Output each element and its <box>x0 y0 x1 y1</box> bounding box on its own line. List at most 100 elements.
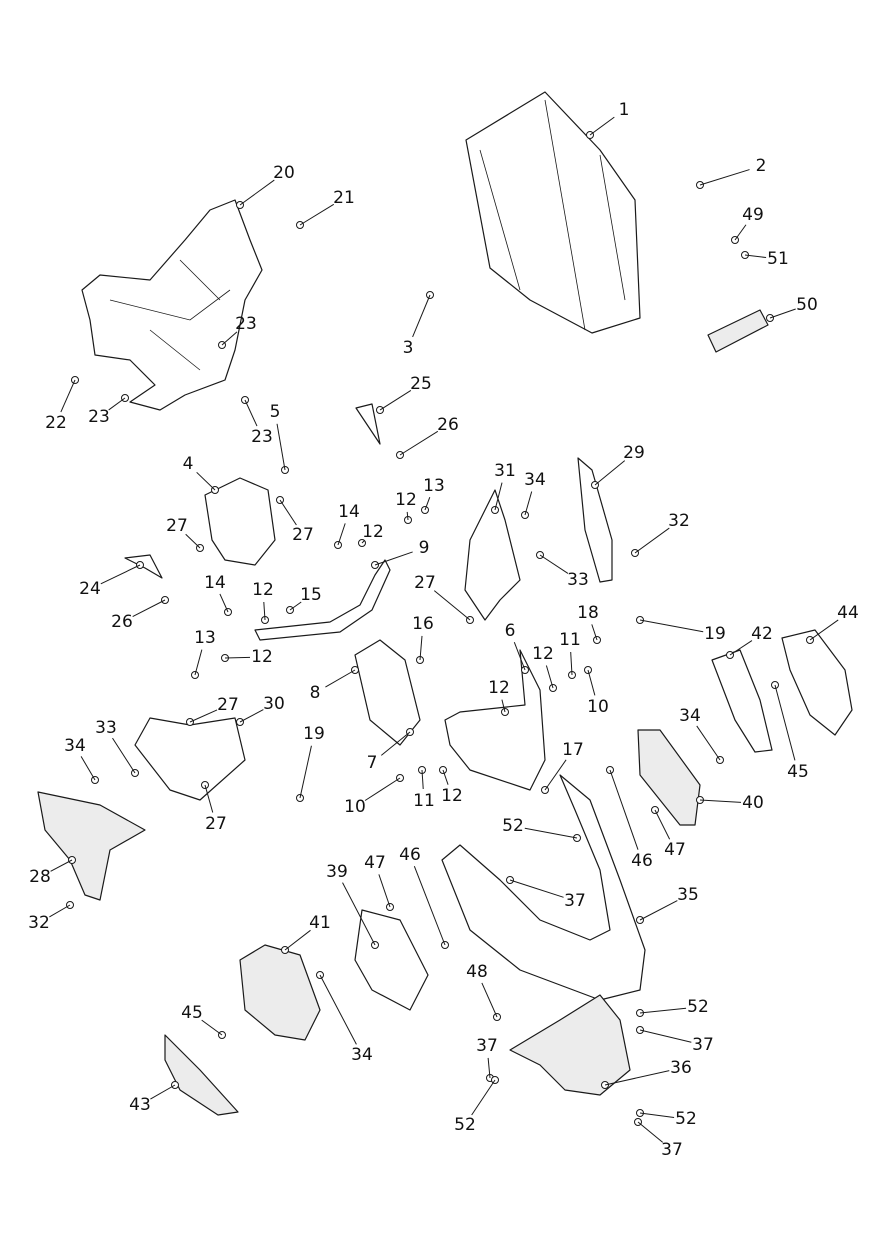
leader-line <box>639 1029 692 1043</box>
leader-line <box>80 756 96 781</box>
leader-line <box>634 527 670 554</box>
part-callout-41[interactable]: 41 <box>309 913 331 933</box>
part-callout-27[interactable]: 27 <box>166 516 188 536</box>
part-callout-39[interactable]: 39 <box>326 862 348 882</box>
leader-line <box>609 769 639 850</box>
part-callout-34[interactable]: 34 <box>679 706 701 726</box>
part-callout-49[interactable]: 49 <box>742 205 764 225</box>
part-callout-37[interactable]: 37 <box>692 1035 714 1055</box>
leader-line <box>337 523 346 546</box>
part-callout-52[interactable]: 52 <box>675 1109 697 1129</box>
part-callout-12[interactable]: 12 <box>251 647 273 667</box>
part-callout-5[interactable]: 5 <box>270 402 281 422</box>
leader-line <box>734 224 747 241</box>
leader-line <box>413 866 446 946</box>
part-callout-52[interactable]: 52 <box>454 1115 476 1135</box>
part-callout-10[interactable]: 10 <box>344 797 366 817</box>
part-callout-6[interactable]: 6 <box>505 621 516 641</box>
part-callout-34[interactable]: 34 <box>351 1045 373 1065</box>
part-callout-14[interactable]: 14 <box>204 573 226 593</box>
part-callout-45[interactable]: 45 <box>181 1003 203 1023</box>
part-callout-12[interactable]: 12 <box>362 522 384 542</box>
part-callout-12[interactable]: 12 <box>252 580 274 600</box>
part-36 <box>509 994 631 1096</box>
part-callout-25[interactable]: 25 <box>410 374 432 394</box>
part-callout-31[interactable]: 31 <box>494 461 516 481</box>
part-callout-2[interactable]: 2 <box>756 156 767 176</box>
part-callout-30[interactable]: 30 <box>263 694 285 714</box>
part-callout-13[interactable]: 13 <box>423 476 445 496</box>
part-callout-19[interactable]: 19 <box>704 624 726 644</box>
part-callout-32[interactable]: 32 <box>28 913 50 933</box>
part-callout-34[interactable]: 34 <box>64 736 86 756</box>
part-callout-34[interactable]: 34 <box>524 470 546 490</box>
part-callout-7[interactable]: 7 <box>367 753 378 773</box>
part-29 <box>577 457 613 583</box>
part-callout-37[interactable]: 37 <box>564 891 586 911</box>
part-callout-12[interactable]: 12 <box>395 490 417 510</box>
part-callout-27[interactable]: 27 <box>205 814 227 834</box>
part-callout-12[interactable]: 12 <box>532 644 554 664</box>
part-callout-18[interactable]: 18 <box>577 603 599 623</box>
leader-line <box>201 1019 223 1036</box>
part-callout-29[interactable]: 29 <box>623 443 645 463</box>
part-callout-1[interactable]: 1 <box>619 100 630 120</box>
part-callout-50[interactable]: 50 <box>796 295 818 315</box>
part-callout-33[interactable]: 33 <box>95 718 117 738</box>
leader-line <box>769 308 796 319</box>
part-callout-13[interactable]: 13 <box>194 628 216 648</box>
part-callout-26[interactable]: 26 <box>111 612 133 632</box>
part-callout-52[interactable]: 52 <box>502 816 524 836</box>
part-callout-33[interactable]: 33 <box>567 570 589 590</box>
part-callout-24[interactable]: 24 <box>79 579 101 599</box>
part-callout-46[interactable]: 46 <box>399 845 421 865</box>
part-9 <box>254 559 391 641</box>
part-callout-42[interactable]: 42 <box>751 624 773 644</box>
part-callout-26[interactable]: 26 <box>437 415 459 435</box>
part-callout-40[interactable]: 40 <box>742 793 764 813</box>
part-callout-36[interactable]: 36 <box>670 1058 692 1078</box>
part-callout-28[interactable]: 28 <box>29 867 51 887</box>
leader-line <box>471 1079 496 1116</box>
part-callout-15[interactable]: 15 <box>300 585 322 605</box>
part-callout-37[interactable]: 37 <box>476 1036 498 1056</box>
part-callout-43[interactable]: 43 <box>129 1095 151 1115</box>
leader-line <box>196 471 216 491</box>
part-callout-35[interactable]: 35 <box>677 885 699 905</box>
part-callout-3[interactable]: 3 <box>403 338 414 358</box>
part-callout-51[interactable]: 51 <box>767 249 789 269</box>
part-callout-32[interactable]: 32 <box>668 511 690 531</box>
part-callout-17[interactable]: 17 <box>562 740 584 760</box>
part-callout-23[interactable]: 23 <box>88 407 110 427</box>
leader-line <box>244 399 258 427</box>
part-callout-9[interactable]: 9 <box>419 538 430 558</box>
part-callout-12[interactable]: 12 <box>488 678 510 698</box>
leader-line <box>809 619 839 641</box>
part-callout-45[interactable]: 45 <box>787 762 809 782</box>
leader-line <box>406 511 409 521</box>
part-callout-52[interactable]: 52 <box>687 997 709 1017</box>
part-callout-11[interactable]: 11 <box>413 791 435 811</box>
part-callout-37[interactable]: 37 <box>661 1140 683 1160</box>
part-callout-27[interactable]: 27 <box>292 525 314 545</box>
part-callout-10[interactable]: 10 <box>587 697 609 717</box>
part-callout-21[interactable]: 21 <box>333 188 355 208</box>
part-callout-27[interactable]: 27 <box>217 695 239 715</box>
part-callout-4[interactable]: 4 <box>183 454 194 474</box>
part-callout-14[interactable]: 14 <box>338 502 360 522</box>
part-callout-20[interactable]: 20 <box>273 163 295 183</box>
part-callout-46[interactable]: 46 <box>631 851 653 871</box>
part-callout-12[interactable]: 12 <box>441 786 463 806</box>
part-callout-16[interactable]: 16 <box>412 614 434 634</box>
part-callout-11[interactable]: 11 <box>559 630 581 650</box>
part-callout-19[interactable]: 19 <box>303 724 325 744</box>
part-callout-22[interactable]: 22 <box>45 413 67 433</box>
part-callout-23[interactable]: 23 <box>251 427 273 447</box>
part-callout-48[interactable]: 48 <box>466 962 488 982</box>
part-callout-47[interactable]: 47 <box>664 840 686 860</box>
part-callout-8[interactable]: 8 <box>310 683 321 703</box>
part-callout-27[interactable]: 27 <box>414 573 436 593</box>
part-callout-44[interactable]: 44 <box>837 603 859 623</box>
part-callout-23[interactable]: 23 <box>235 314 257 334</box>
part-callout-47[interactable]: 47 <box>364 853 386 873</box>
